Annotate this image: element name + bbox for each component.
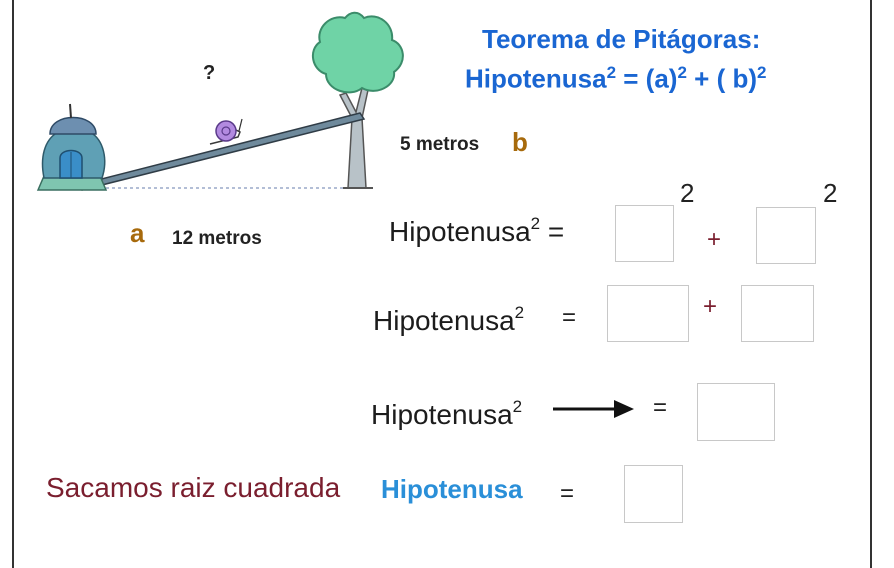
equals-final: =: [560, 480, 575, 507]
vertical-side-label: 5 metros: [400, 134, 480, 155]
answer-box-1b[interactable]: [756, 207, 816, 264]
answer-box-2b[interactable]: [741, 285, 814, 342]
hypotenuse-label: Hipotenusa: [381, 474, 523, 504]
horizontal-side-letter: a: [130, 218, 145, 248]
square-root-instruction: Sacamos raiz cuadrada: [46, 472, 341, 503]
box-2-exponent: 2: [823, 178, 838, 208]
plus-sign-1: +: [707, 226, 722, 253]
question-mark: ?: [203, 62, 216, 84]
plus-sign-2: +: [703, 293, 718, 320]
equation-3-label: Hipotenusa2: [371, 397, 523, 430]
theorem-title: Teorema de Pitágoras:: [482, 24, 761, 54]
equation-1-label: Hipotenusa2 =: [389, 214, 565, 247]
horizontal-side-label: 12 metros: [172, 228, 262, 249]
answer-box-3[interactable]: [697, 383, 775, 441]
answer-box-2a[interactable]: [607, 285, 689, 342]
acorn-house: [36, 103, 108, 191]
vertical-side-letter: b: [512, 127, 528, 157]
theorem-formula: Hipotenusa2 = (a)2 + ( b)2: [465, 63, 767, 94]
page-frame: [12, 0, 872, 568]
equals-2: =: [562, 304, 577, 331]
snail: [209, 118, 243, 145]
equals-3: =: [653, 394, 668, 421]
answer-box-final[interactable]: [624, 465, 683, 523]
tree: [311, 11, 404, 189]
answer-box-1a[interactable]: [615, 205, 674, 262]
box-1-exponent: 2: [680, 178, 695, 208]
equation-2-label: Hipotenusa2: [373, 303, 525, 336]
